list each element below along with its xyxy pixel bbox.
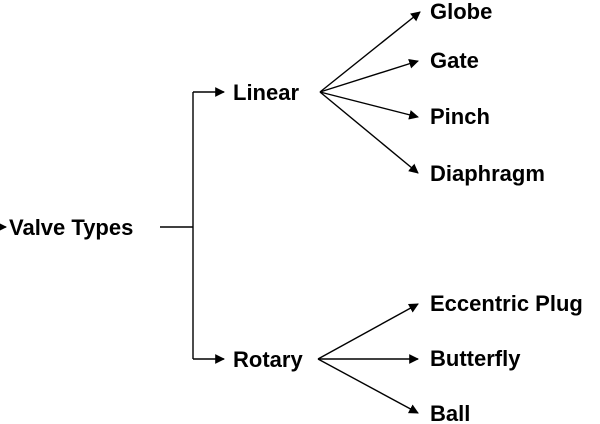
leaf-label-ball: Ball [430, 401, 470, 424]
branch-linear: Linear Globe Gate Pinch Diaphragm [233, 0, 545, 186]
leaf-label-diaphragm: Diaphragm [430, 161, 545, 186]
arrow-linear-to-gate [319, 58, 419, 93]
leaf-label-eccentric-plug: Eccentric Plug [430, 291, 583, 316]
arrow-linear-to-globe [319, 11, 421, 93]
leaf-label-pinch: Pinch [430, 104, 490, 129]
arrow-linear-to-pinch [319, 91, 419, 120]
leaf-label-gate: Gate [430, 48, 479, 73]
branch-rotary: Rotary Eccentric Plug Butterfly Ball [233, 291, 583, 424]
arrow-rotary-to-eccentric-plug [317, 303, 419, 360]
branch-label-linear: Linear [233, 80, 299, 105]
root-node: Valve Types [0, 215, 133, 240]
leaf-label-butterfly: Butterfly [430, 346, 521, 371]
root-bracket [160, 87, 225, 364]
leaf-label-globe: Globe [430, 0, 492, 24]
root-label: Valve Types [9, 215, 133, 240]
arrow-linear-to-diaphragm [319, 91, 419, 174]
branch-label-rotary: Rotary [233, 347, 303, 372]
arrow-rotary-to-ball [317, 358, 419, 414]
